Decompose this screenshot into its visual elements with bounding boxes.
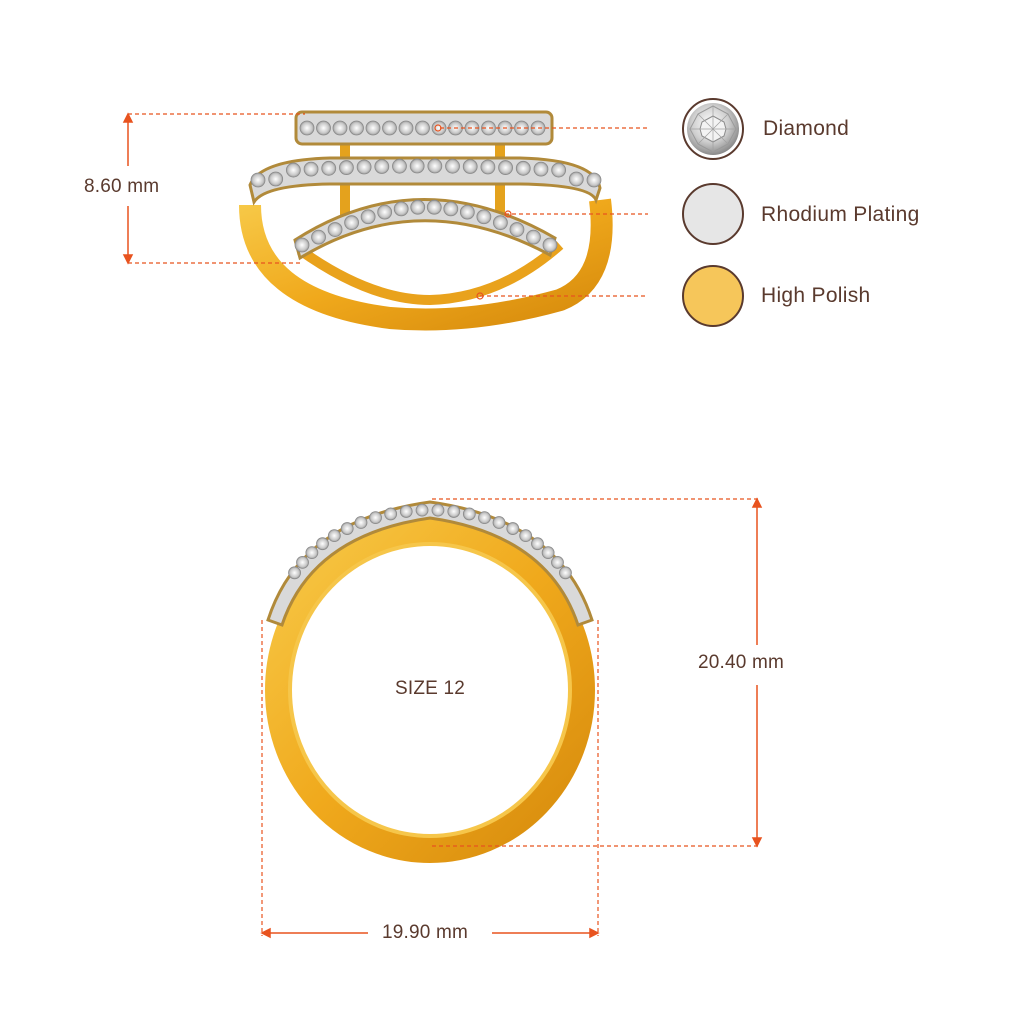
diamond-stone [514, 120, 529, 136]
diamond-stone [459, 204, 475, 220]
diamond-stone [506, 522, 520, 535]
measure-lines-top [128, 113, 648, 297]
diamond-stone [447, 505, 461, 518]
diamond-stone [431, 120, 447, 136]
diamond-stone [492, 215, 508, 231]
ring-top-view [239, 110, 613, 331]
diamond-stone [305, 546, 319, 560]
diamond-stone [360, 209, 376, 225]
diamond-stone [533, 161, 549, 177]
diamond-row-middle [248, 156, 602, 206]
diamond-stone [392, 158, 407, 174]
diamond-stone [327, 222, 343, 237]
diamond-stone [398, 120, 414, 136]
height-label-top: 8.60 mm [84, 176, 160, 197]
diamond-stone [327, 529, 341, 543]
diamond-stone [551, 162, 567, 178]
diamond-stone [384, 507, 398, 521]
legend-label-high-polish: High Polish [761, 284, 871, 307]
diamond-stone [541, 546, 555, 560]
ring-front-view [265, 500, 595, 863]
diamond-stone [321, 160, 337, 176]
height-arrow-top [122, 112, 134, 265]
diamond-stone [462, 159, 478, 174]
diamond-stone [478, 511, 491, 525]
diamond-stone [492, 516, 506, 529]
gold-swatch [682, 265, 744, 327]
diamond-stone [303, 161, 319, 177]
diamond-stone [296, 555, 309, 569]
diamond-stone [285, 162, 301, 178]
height-label-front: 20.40 mm [698, 652, 785, 673]
diamond-stone [586, 172, 602, 188]
diamond-stone [427, 158, 443, 174]
diamond-stone [443, 201, 459, 217]
diamond-stone [340, 522, 354, 535]
diamond-stone [399, 505, 413, 518]
measure-lines-front [261, 498, 760, 936]
diamond-stone [559, 566, 572, 580]
diamond-stone [481, 120, 496, 136]
diamond-stone [311, 229, 326, 245]
diamond-stone [426, 199, 442, 215]
diamond-stone [382, 120, 397, 136]
diamond-stone [568, 171, 584, 187]
diamond-stone [349, 120, 364, 136]
diamond-stone [431, 503, 445, 517]
diamond-stone [288, 566, 301, 580]
diamond-stone [415, 120, 430, 136]
diamond-stone [410, 199, 426, 215]
ring-band-top-view [239, 198, 613, 331]
diamond-stone [409, 158, 425, 174]
diamond-stone [415, 503, 429, 517]
diamond-stone [356, 159, 372, 175]
diamond-stone [299, 120, 315, 136]
legend-label-diamond: Diamond [763, 117, 850, 140]
diamond-stone [294, 237, 310, 253]
diamond-stone [445, 158, 460, 174]
diamond-stone [519, 529, 533, 543]
diamond-stone [332, 120, 348, 136]
diamond-stone [374, 159, 390, 174]
diamond-stone [339, 160, 354, 175]
width-label-front: 19.90 mm [382, 922, 469, 943]
diamond-stone [462, 507, 476, 521]
diamond-stone [551, 555, 564, 569]
diamond-stone [498, 160, 513, 175]
diamond-stone [354, 516, 368, 529]
diamond-stone [393, 201, 409, 217]
diamond-stone [344, 215, 360, 231]
ring-size-label: SIZE 12 [395, 678, 466, 699]
ring-band-front [265, 517, 595, 863]
diamond-stone [268, 171, 284, 187]
diamond-stone [316, 120, 331, 136]
diamond-stone [480, 159, 496, 175]
diamond-stone [369, 511, 382, 525]
diamond-icon [682, 98, 744, 160]
diamond-stone [476, 209, 492, 225]
height-arrow-front [751, 497, 763, 848]
width-arrow-front [260, 927, 600, 939]
diamond-stone [526, 229, 541, 245]
rhodium-swatch [682, 183, 744, 245]
diamond-stone [316, 537, 329, 551]
diamond-stone [250, 172, 266, 188]
diamond-stone [509, 222, 525, 237]
diamond-stone [365, 120, 381, 136]
diamond-stone [542, 237, 558, 253]
diamond-stone [531, 537, 544, 551]
diamond-stone [515, 160, 531, 176]
diamond-stone [377, 204, 393, 220]
legend-label-rhodium: Rhodium Plating [761, 203, 920, 226]
